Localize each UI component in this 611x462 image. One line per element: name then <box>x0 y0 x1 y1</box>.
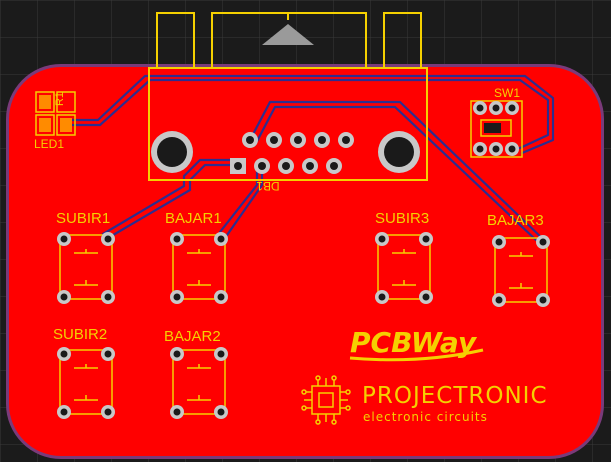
button-label: BAJAR3 <box>487 212 544 229</box>
led1-label: LED1 <box>34 137 64 151</box>
button-outline <box>172 234 226 300</box>
trace-led-to-switch <box>70 78 550 150</box>
push-button-bajar3[interactable]: BAJAR3 <box>487 212 550 307</box>
trace-db-to-bajar3-2 <box>253 105 538 242</box>
led-footprint[interactable] <box>35 91 76 136</box>
button-outline <box>59 234 113 300</box>
switch-footprint[interactable] <box>470 100 523 158</box>
button-outline <box>494 237 548 303</box>
button-outline <box>172 349 226 415</box>
push-button-bajar1[interactable]: BAJAR1 <box>165 210 228 304</box>
r1-label: R1 <box>54 92 66 106</box>
button-label: SUBIR2 <box>53 326 107 343</box>
trace-db-to-bajar1-2 <box>218 170 259 234</box>
chip-icon <box>301 375 351 425</box>
db1-label: DB1 <box>256 179 280 193</box>
button-outline <box>59 349 113 415</box>
button-label: BAJAR1 <box>165 210 222 227</box>
switch-body <box>480 119 512 137</box>
push-button-subir2[interactable]: SUBIR2 <box>53 326 115 419</box>
button-label: BAJAR2 <box>164 328 221 345</box>
pcbway-logo: PCBWay <box>349 326 484 362</box>
trace-led-to-switch-2 <box>70 74 555 155</box>
trace-db-to-subir1-2 <box>101 158 232 236</box>
button-label: SUBIR3 <box>375 210 429 227</box>
trace-db-to-bajar3 <box>248 100 546 242</box>
company-name: PROJECTRONIC <box>362 383 548 409</box>
push-button-subir3[interactable]: SUBIR3 <box>375 210 433 304</box>
push-button-bajar2[interactable]: BAJAR2 <box>164 328 228 419</box>
company-tagline: electronic circuits <box>363 410 488 424</box>
button-outline <box>377 234 431 300</box>
button-label: SUBIR1 <box>56 210 110 227</box>
connector-direction-marker <box>262 24 314 45</box>
push-button-subir1[interactable]: SUBIR1 <box>56 210 115 304</box>
sw1-label: SW1 <box>494 86 520 100</box>
db-connector[interactable] <box>148 12 428 181</box>
